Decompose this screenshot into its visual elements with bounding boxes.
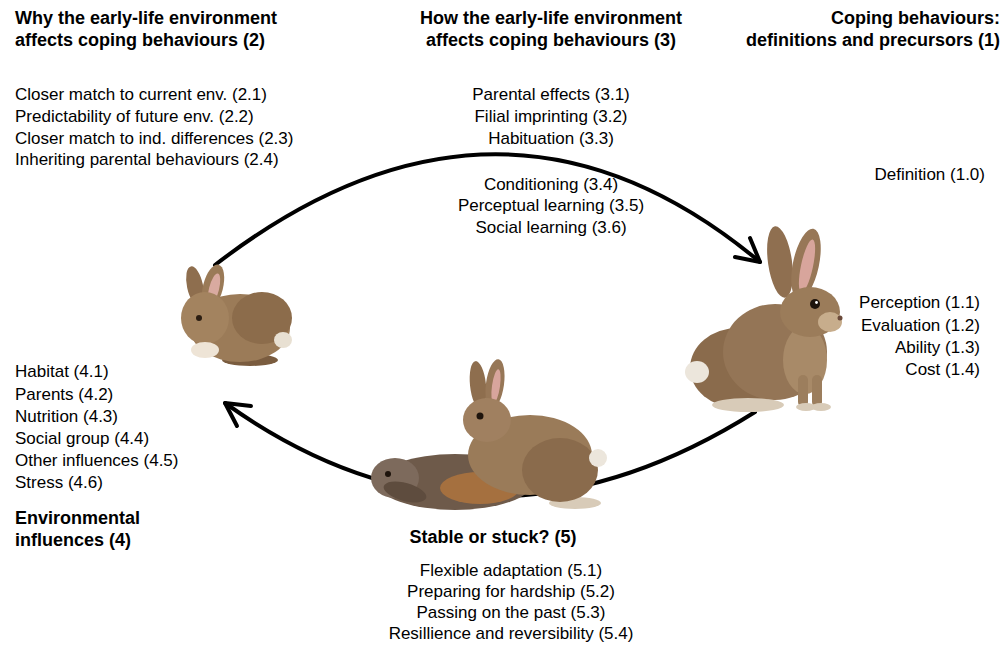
rabbit-paws [191,342,219,358]
rabbit-foot [811,403,831,411]
list-item: Cost (1.4) [905,359,980,381]
mating-rabbits [371,358,607,510]
list-item: Evaluation (1.2) [861,315,980,337]
rabbit-foot [712,398,784,412]
list-item: Ability (1.3) [895,337,980,359]
section-heading: Coping behaviours: definitions and precu… [738,7,1000,51]
rabbit-eye [477,413,484,420]
cycle-arc [215,154,760,265]
rabbit-head [181,292,229,344]
list-item: Habituation (3.3) [488,128,614,150]
adult-rabbit [685,225,843,412]
rabbit-haunch [522,438,598,502]
rabbit-tail [685,361,709,383]
young-rabbit [181,262,292,366]
rabbit-leg [798,375,808,407]
rabbit-ear-inner [490,369,503,404]
rabbit-nose [838,316,843,321]
list-item: Inheriting parental behaviours (2.4) [15,149,279,171]
list-item: Perception (1.1) [859,292,980,314]
rabbit-eye [196,315,202,321]
section-heading: Why the early-life environment affects c… [15,7,305,51]
rabbit-ear [763,225,797,300]
list-item: Passing on the past (5.3) [416,602,605,624]
rabbit-tail [589,449,607,467]
list-item: Filial imprinting (3.2) [474,106,627,128]
list-item: Perceptual learning (3.5) [458,195,644,217]
section-heading: How the early-life environment affects c… [406,7,696,51]
section-heading: Stable or stuck? (5) [363,526,623,548]
list-item: Social group (4.4) [15,428,149,450]
list-item: Definition (1.0) [874,164,985,186]
section-heading: Environmental influences (4) [15,507,160,551]
list-item: Stress (4.6) [15,472,103,494]
list-item: Flexible adaptation (5.1) [420,560,602,582]
eye-highlight [815,301,818,304]
rabbit-ear-inner [796,238,819,293]
list-item: Preparing for hardship (5.2) [407,581,615,603]
list-item: Resillience and reversibility (5.4) [389,623,634,645]
list-item: Nutrition (4.3) [15,406,118,428]
rabbit-head [463,398,511,442]
list-item: Habitat (4.1) [15,361,109,383]
rabbit-eye [810,299,820,309]
list-item: Predictability of future env. (2.2) [15,106,254,128]
list-item: Closer match to ind. differences (2.3) [15,128,293,150]
arrowhead [225,403,251,426]
list-item: Parents (4.2) [15,384,113,406]
list-item: Other influences (4.5) [15,450,178,472]
rabbit-tail [274,332,292,348]
list-item: Social learning (3.6) [475,217,626,239]
list-item: Closer match to current env. (2.1) [15,84,267,106]
list-item: Conditioning (3.4) [484,174,618,196]
rabbit-ear [381,478,428,507]
rabbit-leg [812,375,822,407]
cycle-arrows [215,154,760,496]
arrowhead [735,238,760,262]
rabbit-eye [385,471,391,477]
rabbit-muzzle [818,312,842,332]
list-item: Parental effects (3.1) [472,84,630,106]
